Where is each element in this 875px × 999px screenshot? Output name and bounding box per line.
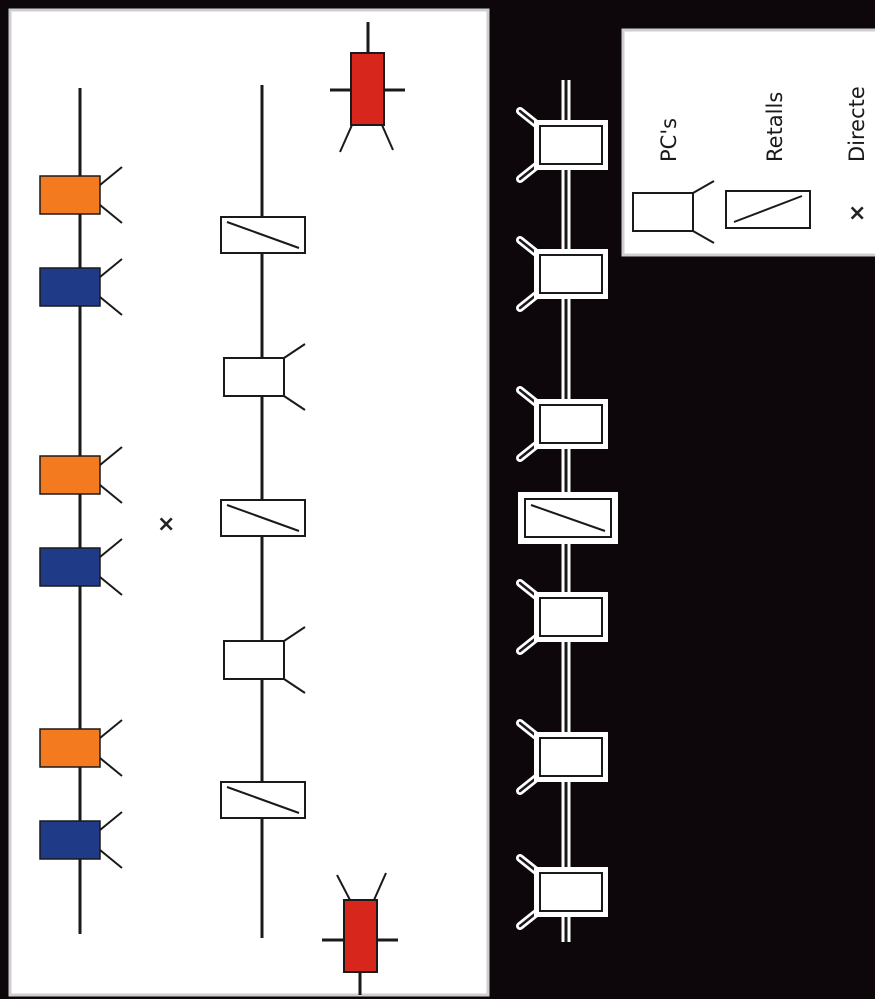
red-block-top bbox=[330, 22, 405, 153]
retalls-symbol bbox=[220, 216, 306, 254]
right-line-blocks bbox=[516, 107, 618, 930]
middle-line-blocks bbox=[220, 216, 306, 819]
pc-symbol bbox=[516, 854, 608, 930]
cross-icon: × bbox=[848, 201, 866, 226]
legend: × PC's Retalls Directe bbox=[621, 28, 875, 257]
orange-block bbox=[39, 166, 123, 224]
navy-block bbox=[39, 538, 123, 596]
left-line-blocks bbox=[39, 166, 123, 869]
orange-block bbox=[39, 719, 123, 777]
pc-symbol bbox=[516, 107, 608, 183]
pc-symbol bbox=[516, 579, 608, 655]
pc-symbol bbox=[223, 626, 306, 694]
navy-block bbox=[39, 258, 123, 316]
legend-label-retalls: Retalls bbox=[763, 92, 787, 162]
pc-symbol bbox=[223, 343, 306, 411]
legend-label-directe: Directe bbox=[845, 86, 869, 162]
retalls-symbol-icon bbox=[725, 190, 811, 229]
red-block-bottom bbox=[322, 872, 398, 995]
retalls-symbol bbox=[220, 781, 306, 819]
direct-marker: × bbox=[157, 512, 175, 537]
navy-block bbox=[39, 811, 123, 869]
retalls-symbol bbox=[220, 499, 306, 537]
orange-block bbox=[39, 446, 123, 504]
legend-label-pc: PC's bbox=[657, 118, 681, 162]
pc-symbol bbox=[516, 386, 608, 462]
pc-symbol bbox=[516, 236, 608, 312]
pc-symbol bbox=[516, 719, 608, 795]
pc-symbol-icon bbox=[632, 180, 715, 244]
retalls-symbol bbox=[518, 492, 618, 544]
